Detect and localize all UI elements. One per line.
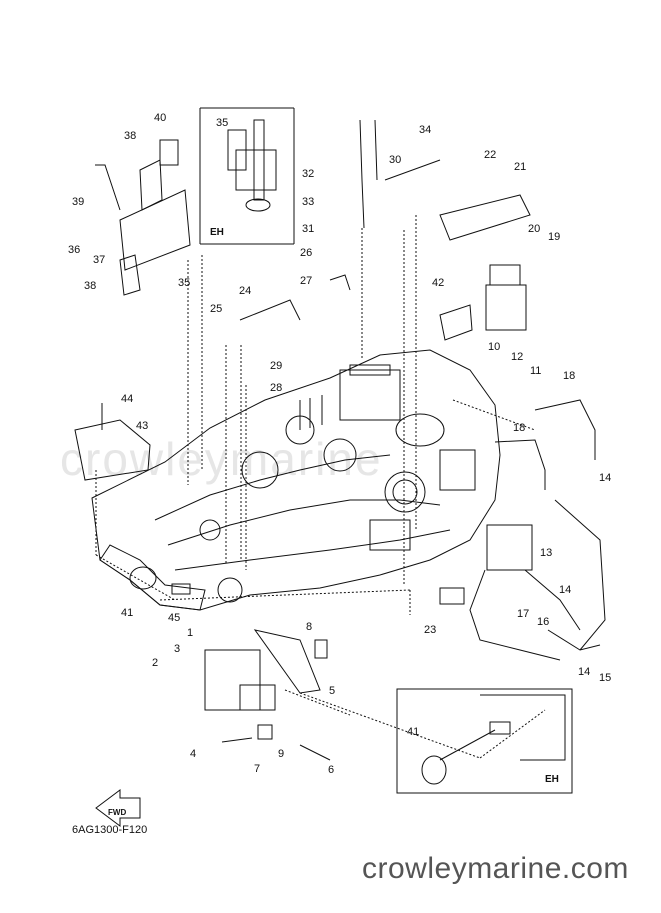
- callout-1: 1: [187, 627, 193, 639]
- inset-bottom-tag: EH: [545, 774, 559, 785]
- callout-2: 2: [152, 657, 158, 669]
- callout-35a: 35: [216, 117, 228, 129]
- callout-43: 43: [136, 420, 148, 432]
- callout-5: 5: [329, 685, 335, 697]
- callout-45: 45: [168, 612, 180, 624]
- fwd-label: FWD: [108, 808, 126, 817]
- callout-24: 24: [239, 285, 251, 297]
- callout-8: 8: [306, 621, 312, 633]
- callout-15: 15: [599, 672, 611, 684]
- callout-14a: 14: [599, 472, 611, 484]
- callout-12: 12: [511, 351, 523, 363]
- callout-34: 34: [419, 124, 431, 136]
- callout-28: 28: [270, 382, 282, 394]
- callout-29: 29: [270, 360, 282, 372]
- inset-top-tag: EH: [210, 227, 224, 238]
- callout-41b: 41: [407, 726, 419, 738]
- callout-11: 11: [530, 365, 541, 377]
- callout-20: 20: [528, 223, 540, 235]
- callout-40: 40: [154, 112, 166, 124]
- callout-41a: 41: [121, 607, 133, 619]
- callout-14c: 14: [578, 666, 590, 678]
- callout-36: 36: [68, 244, 80, 256]
- callout-27: 27: [300, 275, 312, 287]
- callout-7: 7: [254, 763, 260, 775]
- callout-18b: 18: [513, 422, 525, 434]
- callout-33: 33: [302, 196, 314, 208]
- callout-32: 32: [302, 168, 314, 180]
- callout-37: 37: [93, 254, 105, 266]
- background-watermark: crowleymarine: [60, 433, 383, 485]
- callout-25: 25: [210, 303, 222, 315]
- callout-26: 26: [300, 247, 312, 259]
- callout-38b: 38: [84, 280, 96, 292]
- callout-13: 13: [540, 547, 552, 559]
- callout-16: 16: [537, 616, 549, 628]
- callout-38a: 38: [124, 130, 136, 142]
- callout-22: 22: [484, 149, 496, 161]
- callout-23: 23: [424, 624, 436, 636]
- site-watermark: crowleymarine.com: [362, 852, 629, 885]
- callout-10: 10: [488, 341, 500, 353]
- callout-39: 39: [72, 196, 84, 208]
- callout-44: 44: [121, 393, 133, 405]
- callout-30: 30: [389, 154, 401, 166]
- callout-42: 42: [432, 277, 444, 289]
- callout-31: 31: [302, 223, 314, 235]
- callout-14b: 14: [559, 584, 571, 596]
- callout-18a: 18: [563, 370, 575, 382]
- figure-code: 6AG1300-F120: [72, 824, 148, 836]
- callout-35b: 35: [178, 277, 190, 289]
- callout-4: 4: [190, 748, 196, 760]
- callout-21: 21: [514, 161, 526, 173]
- callout-19: 19: [548, 231, 560, 243]
- callout-6: 6: [328, 764, 334, 776]
- callout-17: 17: [517, 608, 529, 620]
- callout-9: 9: [278, 748, 284, 760]
- callout-3: 3: [174, 643, 180, 655]
